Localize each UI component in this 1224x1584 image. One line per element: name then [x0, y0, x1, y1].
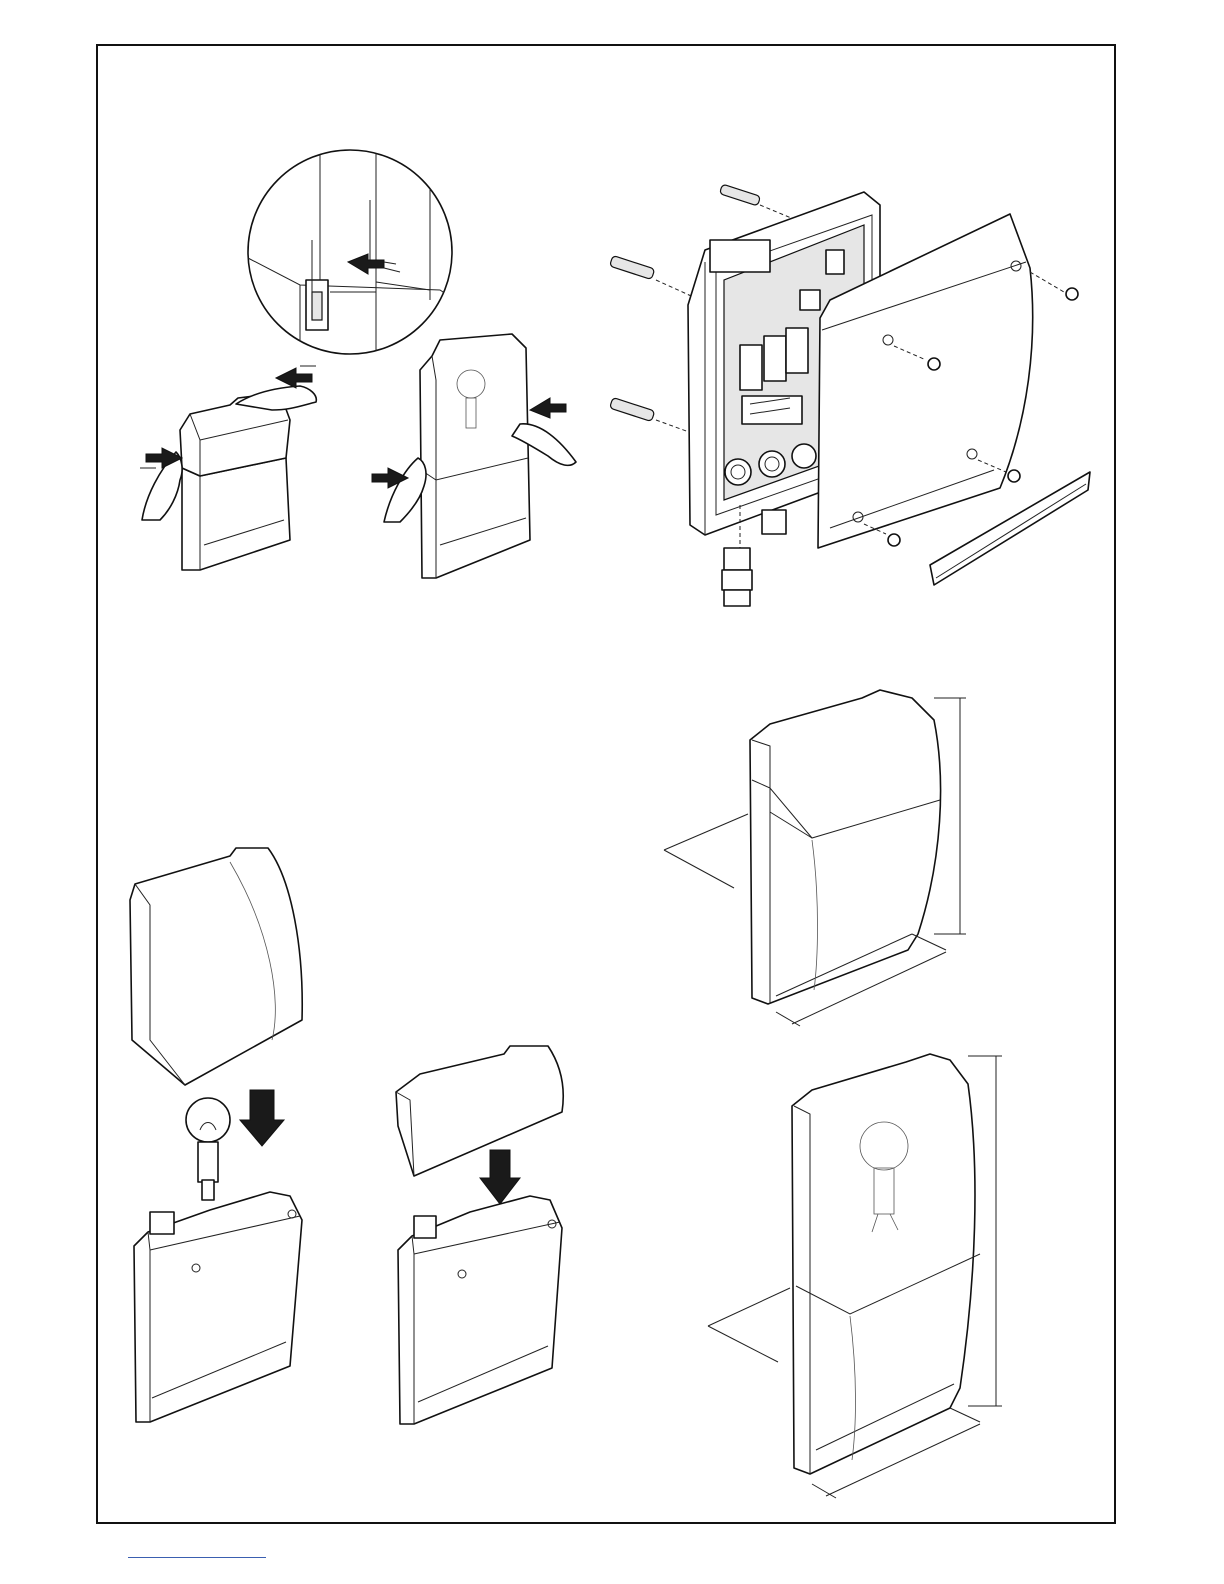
insert-lamp [130, 848, 302, 1422]
assemble-lamp-unit [372, 334, 576, 578]
fit-top-cover [396, 1046, 563, 1424]
screw-icon [1030, 272, 1078, 300]
detail-latch [248, 150, 455, 355]
lamp-bulb-icon [186, 1098, 230, 1200]
assemble-cover-top [140, 366, 316, 570]
push-arrow-icon [530, 398, 566, 418]
wall-plug-icon [610, 397, 700, 436]
dimensions-short [664, 690, 966, 1026]
hand-icon [236, 386, 316, 410]
exploded-mounting [610, 184, 1090, 606]
dimensions-tall [708, 1054, 1002, 1498]
push-arrow-icon [480, 1150, 520, 1204]
push-arrow-icon [240, 1090, 284, 1146]
cable-gland-icon [722, 548, 752, 606]
push-arrow-icon [276, 368, 312, 388]
wall-plug-icon [610, 255, 700, 300]
footer-rule [128, 1557, 266, 1558]
